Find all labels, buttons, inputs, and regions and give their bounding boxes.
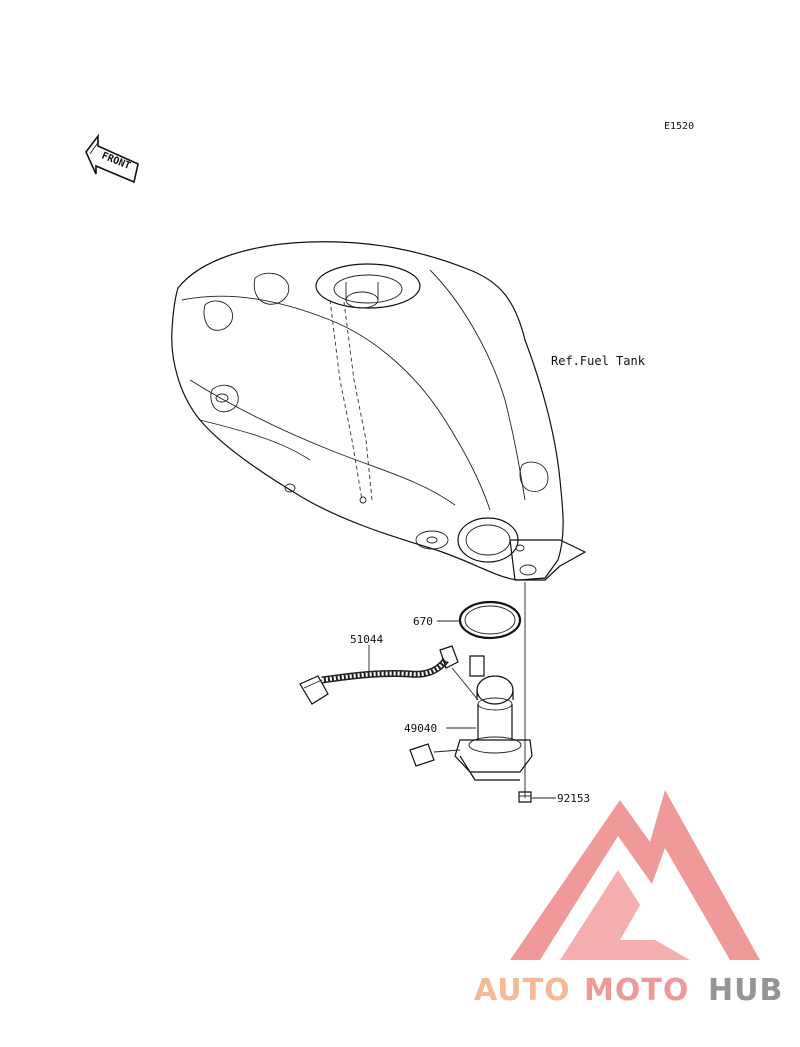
- front-arrow-icon: FRONT: [85, 133, 139, 184]
- harness-51044: [299, 645, 459, 705]
- part-label-51044: 51044: [350, 633, 383, 646]
- watermark-logo: AUTO MOTO HUB: [474, 790, 783, 1008]
- bolt-92153: [518, 791, 532, 803]
- part-label-670: 670: [413, 615, 433, 628]
- part-label-49040: 49040: [404, 722, 437, 735]
- part-label-92153: 92153: [557, 792, 590, 805]
- gasket-670: [458, 600, 522, 640]
- watermark-hub: HUB: [708, 973, 783, 1008]
- ref-fuel-tank-label: Ref.Fuel Tank: [551, 354, 646, 368]
- fuel-tank: [171, 241, 587, 581]
- watermark-auto: AUTO: [474, 973, 571, 1008]
- diagram-code: E1520: [664, 121, 694, 132]
- watermark-moto: MOTO: [584, 973, 689, 1008]
- fuel-pump-49040: [409, 655, 533, 781]
